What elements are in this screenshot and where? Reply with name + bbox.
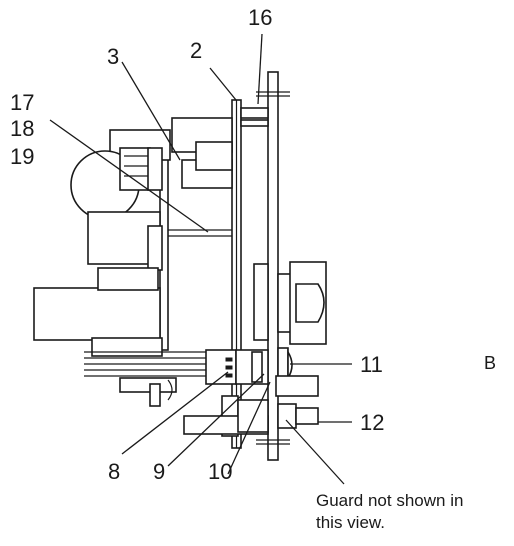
round-capacitor bbox=[70, 147, 163, 271]
rotary-control bbox=[253, 261, 327, 345]
mounting-bolt bbox=[183, 375, 319, 437]
leader-lines bbox=[49, 33, 352, 485]
guard-note-line-2: this view. bbox=[316, 513, 385, 533]
guard-note-line-1: Guard not shown in bbox=[316, 491, 464, 510]
callout-3: 3 bbox=[107, 44, 120, 69]
callout-11: 11 bbox=[360, 352, 383, 377]
callout-19: 19 bbox=[10, 144, 35, 169]
callout-10: 10 bbox=[208, 459, 233, 484]
connector-pins bbox=[84, 349, 269, 407]
guard-note: Guard not shown in this view. bbox=[316, 490, 463, 534]
callout-18: 18 bbox=[10, 116, 35, 141]
circuit-board bbox=[231, 99, 242, 449]
callout-12: 12 bbox=[360, 410, 385, 435]
callout-b: B bbox=[484, 353, 497, 373]
back-bracket bbox=[159, 149, 233, 351]
lower-housing bbox=[33, 267, 163, 357]
upper-component bbox=[109, 117, 233, 171]
callout-8: 8 bbox=[108, 459, 121, 484]
standoff bbox=[240, 107, 269, 127]
callout-16: 16 bbox=[248, 5, 273, 30]
callout-2: 2 bbox=[190, 38, 203, 63]
callout-9: 9 bbox=[153, 459, 166, 484]
callout-17: 17 bbox=[10, 90, 35, 115]
